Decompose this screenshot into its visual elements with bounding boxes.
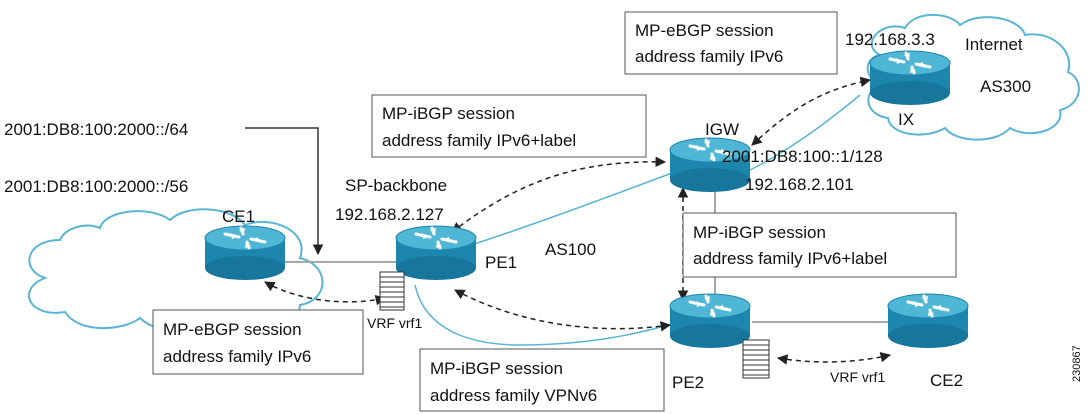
- vrf-table-pe2-icon: [742, 339, 770, 379]
- router-ce2-icon: [886, 292, 970, 350]
- vrf-table-pe1-icon: [379, 271, 405, 311]
- as300-label: AS300: [980, 77, 1031, 96]
- box-ibgp-label-right-line2: address family IPv6+label: [693, 249, 887, 268]
- session-arrows: [264, 76, 892, 365]
- cloud-right: [866, 13, 1080, 141]
- pe1-ip-label: 192.168.2.127: [335, 205, 444, 224]
- box-ebgp-left-line2: address family IPv6: [163, 347, 311, 366]
- box-ibgp-label-right-line1: MP-iBGP session: [693, 223, 826, 242]
- ix-label: IX: [898, 110, 914, 129]
- igw-v6-label: 2001:DB8:100::1/128: [722, 147, 883, 166]
- box-ebgp-top-line2: address family IPv6: [635, 47, 783, 66]
- box-ibgp-vpn-line1: MP-iBGP session: [430, 359, 563, 378]
- box-ibgp-vpn: MP-iBGP session address family VPNv6: [419, 348, 665, 412]
- sp-backbone-label: SP-backbone: [345, 176, 447, 195]
- box-ebgp-left-line1: MP-eBGP session: [163, 320, 302, 339]
- box-ibgp-label-top: MP-iBGP session address family IPv6+labe…: [371, 94, 647, 158]
- figure-id-label: 230867: [1071, 345, 1083, 382]
- igw-label: IGW: [705, 120, 739, 139]
- box-ebgp-top: MP-eBGP session address family IPv6: [624, 11, 838, 75]
- box-ebgp-left: MP-eBGP session address family IPv6: [152, 309, 364, 375]
- prefix-arrows: [245, 127, 324, 256]
- box-ebgp-top-line1: MP-eBGP session: [635, 21, 774, 40]
- ce1-label: CE1: [222, 207, 255, 226]
- prefix-56-label: 2001:DB8:100:2000::/56: [4, 177, 188, 196]
- vrf-pe2-label: VRF vrf1: [830, 369, 885, 385]
- box-ibgp-label-top-line1: MP-iBGP session: [382, 104, 515, 123]
- prefix-64-label: 2001:DB8:100:2000::/64: [4, 120, 188, 139]
- router-pe2-icon: [668, 292, 752, 350]
- router-pe1-icon: [394, 224, 478, 282]
- ix-ip-label: 192.168.3.3: [845, 30, 935, 49]
- router-ce1-icon: [203, 224, 287, 282]
- ce2-label: CE2: [930, 371, 963, 390]
- igw-ip-label: 192.168.2.101: [745, 175, 854, 194]
- vrf-pe1-label: VRF vrf1: [367, 315, 422, 331]
- pe1-label: PE1: [485, 253, 517, 272]
- box-ibgp-label-top-line2: address family IPv6+label: [382, 131, 576, 150]
- as100-label: AS100: [545, 240, 596, 259]
- router-ix-icon: [868, 49, 952, 107]
- box-ibgp-vpn-line2: address family VPNv6: [430, 386, 597, 405]
- internet-label: Internet: [965, 35, 1023, 54]
- pe2-label: PE2: [672, 373, 704, 392]
- box-ibgp-label-right: MP-iBGP session address family IPv6+labe…: [682, 212, 957, 278]
